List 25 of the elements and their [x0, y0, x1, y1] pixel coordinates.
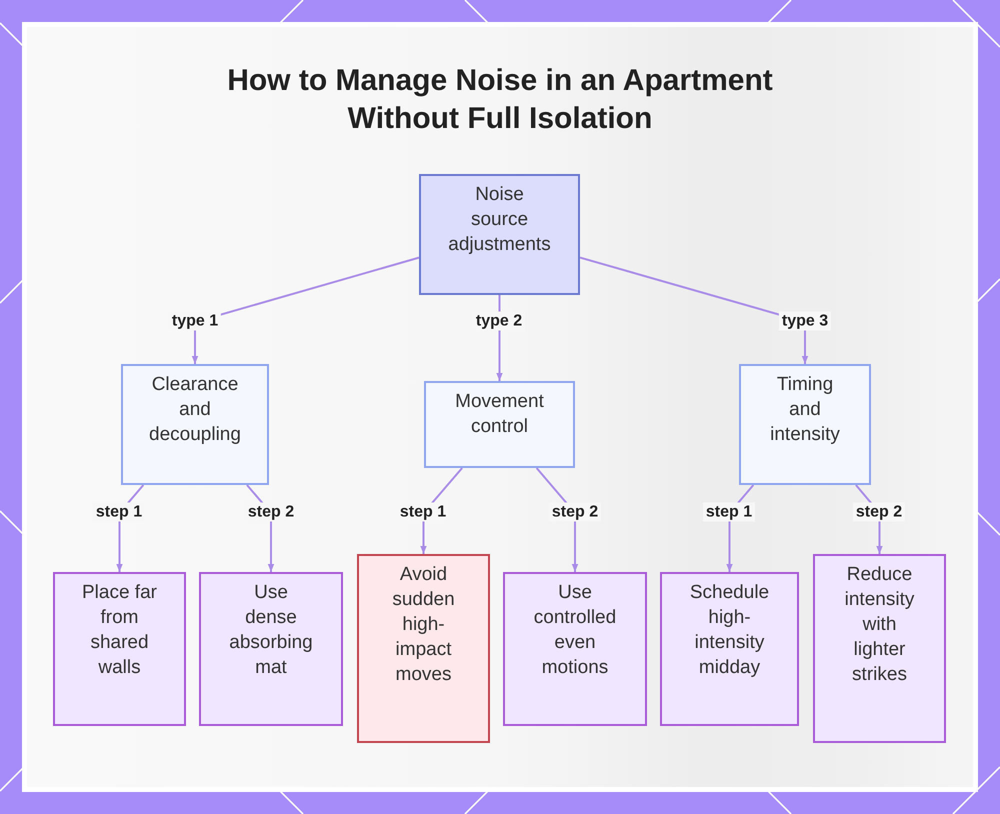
node-label: Noise source adjustments	[447, 183, 552, 257]
step-box	[503, 572, 647, 726]
category-box	[121, 364, 269, 485]
node-label: Schedule high-intensity midday	[688, 581, 770, 680]
node-label: Avoid sudden high-impact moves	[391, 563, 456, 687]
edge-label: step 2	[548, 502, 602, 522]
category-box	[739, 364, 871, 485]
step-box	[53, 572, 186, 726]
category-box	[424, 381, 575, 468]
step-box	[199, 572, 343, 726]
step-box	[813, 554, 946, 743]
node-label: Use dense absorbing mat	[228, 581, 314, 680]
node-label: Timing and intensity	[769, 373, 841, 447]
node-label: Movement control	[454, 390, 545, 439]
edge-label: type 3	[778, 312, 832, 330]
highlighted-step-box	[357, 554, 490, 743]
root-box	[419, 174, 580, 295]
node-label: Place far from shared walls	[81, 581, 158, 680]
step-box	[660, 572, 799, 726]
node-label: Reduce intensity with lighter strikes	[844, 563, 916, 687]
node-label: Use controlled even motions	[532, 581, 618, 680]
node-label: Clearance and decoupling	[148, 373, 242, 447]
edge-label: step 2	[852, 502, 906, 522]
title: How to Manage Noise in an Apartment Without Full Isolation	[226, 63, 774, 137]
edge-label: step 1	[702, 502, 756, 522]
